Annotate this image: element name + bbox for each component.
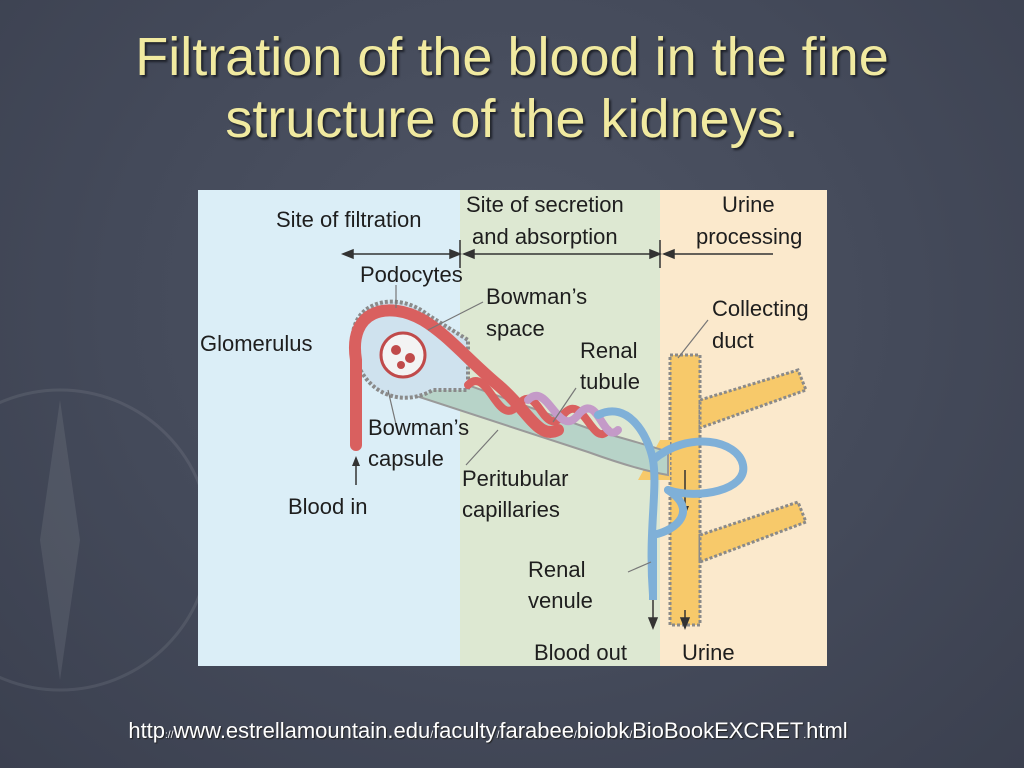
label-bowmans-capsule-1: Bowman’s bbox=[368, 415, 469, 440]
label-site-of-filtration: Site of filtration bbox=[276, 207, 422, 232]
zone-arrows bbox=[340, 240, 773, 268]
title-line-2: structure of the kidneys. bbox=[225, 89, 799, 149]
title-line-1: Filtration of the blood in the fine bbox=[135, 27, 889, 87]
source-url[interactable]: http://www.estrellamountain.edu/faculty/… bbox=[0, 718, 976, 744]
label-urine: Urine bbox=[682, 640, 735, 665]
zone-filtration-bg bbox=[198, 190, 460, 666]
url-part: farabee bbox=[499, 718, 574, 743]
url-separator: / bbox=[430, 730, 433, 741]
label-collecting-duct-1: Collecting bbox=[712, 296, 809, 321]
label-peritubular-2: capillaries bbox=[462, 497, 560, 522]
label-renal-venule-1: Renal bbox=[528, 557, 585, 582]
compass-watermark bbox=[0, 388, 212, 692]
kidney-diagram-svg: Site of filtration Site of secretion and… bbox=[198, 190, 827, 666]
label-renal-tubule-1: Renal bbox=[580, 338, 637, 363]
kidney-diagram: Site of filtration Site of secretion and… bbox=[198, 190, 827, 666]
url-part: http bbox=[128, 718, 166, 743]
url-separator: / bbox=[496, 730, 500, 741]
label-bowmans-space-1: Bowman’s bbox=[486, 284, 587, 309]
label-bowmans-space-2: space bbox=[486, 316, 545, 341]
label-renal-venule-2: venule bbox=[528, 588, 593, 613]
url-separator: / bbox=[573, 730, 577, 741]
url-part: html bbox=[806, 718, 848, 743]
label-blood-out: Blood out bbox=[534, 640, 627, 665]
afferent-arteriole bbox=[348, 304, 564, 451]
url-separator: . bbox=[803, 730, 807, 741]
label-peritubular-1: Peritubular bbox=[462, 466, 568, 491]
blood-in-arrow bbox=[352, 456, 360, 485]
label-site-of-secretion: Site of secretion bbox=[466, 192, 624, 217]
url-separator: :// bbox=[165, 730, 174, 741]
url-part: BioBookEXCRET bbox=[632, 718, 804, 743]
label-urine-processing-2: processing bbox=[696, 224, 802, 249]
leader-lines bbox=[387, 285, 709, 573]
label-blood-in: Blood in bbox=[288, 494, 368, 519]
url-part: biobk bbox=[576, 718, 630, 743]
url-part: www.estrellamountain.edu bbox=[173, 718, 431, 743]
outflow-arrows bbox=[647, 600, 691, 631]
label-and-absorption: and absorption bbox=[472, 224, 618, 249]
label-collecting-duct-2: duct bbox=[712, 328, 754, 353]
label-renal-tubule-2: tubule bbox=[580, 369, 640, 394]
label-podocytes: Podocytes bbox=[360, 262, 463, 287]
label-glomerulus: Glomerulus bbox=[200, 331, 312, 356]
url-separator: / bbox=[629, 730, 633, 741]
slide-title: Filtration of the blood in the fine stru… bbox=[40, 26, 984, 150]
url-part: faculty bbox=[432, 718, 497, 743]
label-bowmans-capsule-2: capsule bbox=[368, 446, 444, 471]
label-urine-processing-1: Urine bbox=[722, 192, 775, 217]
